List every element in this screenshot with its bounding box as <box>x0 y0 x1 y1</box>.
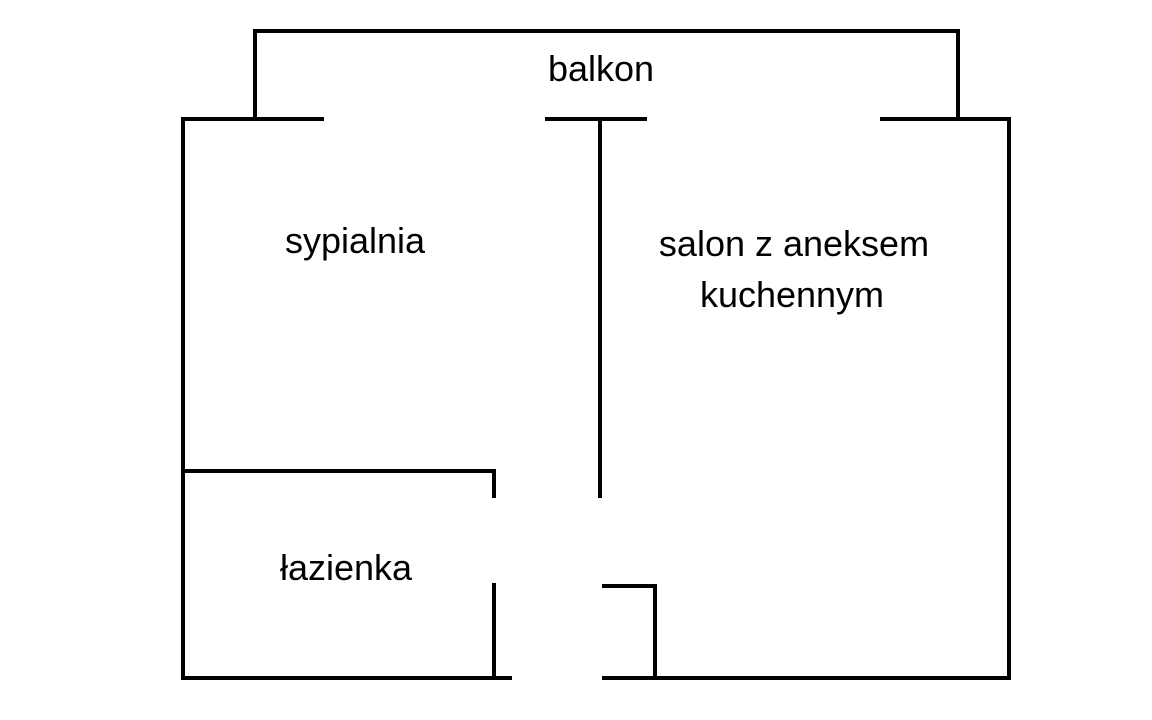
balcony-label: balkon <box>548 48 654 89</box>
balcony-outline <box>253 29 960 120</box>
closet-wall <box>602 584 657 680</box>
living-room-label-line2: kuchennym <box>700 274 884 315</box>
living-room-label-line1: salon z aneksem <box>659 223 929 264</box>
walls <box>181 29 1011 680</box>
bedroom-label: sypialnia <box>285 220 426 261</box>
bathroom-label: łazienka <box>280 547 413 588</box>
